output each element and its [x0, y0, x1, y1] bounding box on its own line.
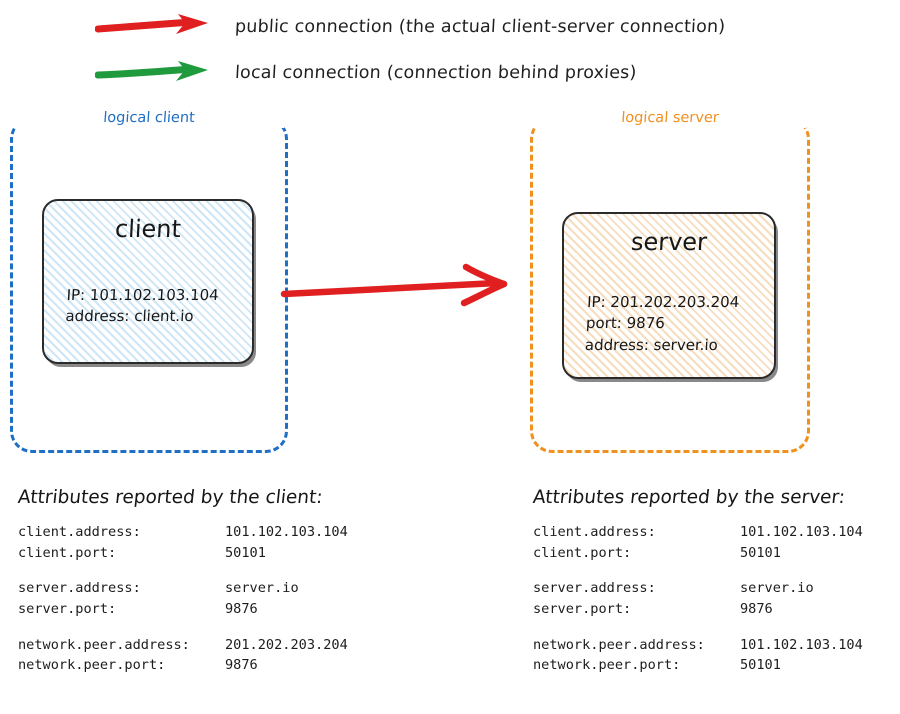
attr-value: 101.102.103.104 [740, 636, 863, 653]
attr-value: 201.202.203.204 [225, 636, 348, 653]
attr-key: network.peer.address: [533, 636, 705, 653]
attr-key: server.port: [18, 600, 117, 617]
attr-row: client.address: 101.102.103.104 [18, 522, 348, 543]
attr-row: client.port: 50101 [18, 543, 348, 564]
attr-key: network.peer.port: [533, 657, 681, 674]
client-node: client IP: 101.102.103.104 address: clie… [42, 199, 254, 364]
attr-value: 50101 [740, 544, 781, 561]
client-node-prop-ip: IP: 101.102.103.104 [66, 286, 220, 304]
attr-group: network.peer.address: 201.202.203.204 ne… [18, 635, 348, 676]
legend-label-public-connection: public connection (the actual client-ser… [234, 17, 726, 37]
red-arrow-icon [95, 14, 208, 34]
attr-value: 9876 [225, 657, 258, 674]
client-node-properties: IP: 101.102.103.104 address: client.io [65, 285, 243, 328]
client-attributes-heading: Attributes reported by the client: [16, 487, 324, 508]
attr-value: server.io [225, 580, 299, 597]
legend-label-local-connection: local connection (connection behind prox… [234, 63, 638, 83]
logical-server-container: logical server [530, 108, 810, 453]
attr-group: server.address: server.io server.port: 9… [533, 578, 863, 619]
attr-key: network.peer.port: [18, 657, 166, 674]
attr-value: 9876 [740, 600, 773, 617]
server-attributes-panel: Attributes reported by the server: clien… [531, 487, 863, 676]
attr-group: server.address: server.io server.port: 9… [18, 578, 348, 619]
server-node-prop-address: address: server.io [584, 335, 719, 354]
attr-value: 50101 [225, 544, 266, 561]
client-attributes-table: client.address: 101.102.103.104 client.p… [18, 522, 348, 676]
attr-value: 101.102.103.104 [740, 524, 863, 540]
client-node-prop-address: address: client.io [65, 307, 195, 326]
attr-group: client.address: 101.102.103.104 client.p… [533, 522, 863, 563]
attr-value: 101.102.103.104 [225, 524, 348, 540]
server-node-prop-ip: IP: 201.202.203.204 [586, 293, 740, 311]
logical-server-label: logical server [532, 108, 808, 128]
server-node-title: server [630, 228, 708, 256]
attr-row: network.peer.address: 101.102.103.104 [533, 635, 863, 656]
attr-value: 50101 [740, 657, 781, 674]
attr-key: server.address: [533, 580, 656, 597]
server-node: server IP: 201.202.203.204 port: 9876 ad… [562, 212, 776, 379]
attr-row: client.port: 50101 [533, 543, 863, 564]
attr-value: server.io [740, 580, 814, 597]
attr-row: server.address: server.io [18, 578, 348, 599]
logical-client-container: logical client [10, 108, 288, 453]
server-node-prop-port: port: 9876 [585, 314, 666, 333]
server-node-properties: IP: 201.202.203.204 port: 9876 address: … [584, 292, 765, 356]
attr-row: server.address: server.io [533, 578, 863, 599]
attr-value: 9876 [225, 600, 258, 617]
public-connection-arrow-icon [280, 263, 508, 307]
attr-key: server.address: [18, 580, 141, 597]
logical-client-label: logical client [12, 108, 286, 128]
attr-group: client.address: 101.102.103.104 client.p… [18, 522, 348, 563]
attr-key: network.peer.address: [18, 636, 190, 653]
attr-key: client.address: [18, 524, 141, 540]
attr-key: client.address: [533, 524, 656, 540]
legend-item-local-connection: local connection (connection behind prox… [95, 56, 637, 90]
attr-row: network.peer.port: 9876 [18, 655, 348, 676]
attr-row: network.peer.address: 201.202.203.204 [18, 635, 348, 656]
green-arrow-icon [95, 61, 208, 81]
attr-row: server.port: 9876 [533, 599, 863, 620]
attr-row: network.peer.port: 50101 [533, 655, 863, 676]
attr-row: client.address: 101.102.103.104 [533, 522, 863, 543]
server-attributes-table: client.address: 101.102.103.104 client.p… [533, 522, 863, 676]
attr-key: server.port: [533, 600, 632, 617]
attr-group: network.peer.address: 101.102.103.104 ne… [533, 635, 863, 676]
client-node-title: client [114, 215, 182, 243]
client-attributes-panel: Attributes reported by the client: clien… [16, 487, 348, 676]
server-attributes-heading: Attributes reported by the server: [531, 487, 847, 508]
attr-key: client.port: [18, 544, 117, 561]
attr-key: client.port: [533, 544, 632, 561]
legend-item-public-connection: public connection (the actual client-ser… [95, 10, 726, 44]
attr-row: server.port: 9876 [18, 599, 348, 620]
